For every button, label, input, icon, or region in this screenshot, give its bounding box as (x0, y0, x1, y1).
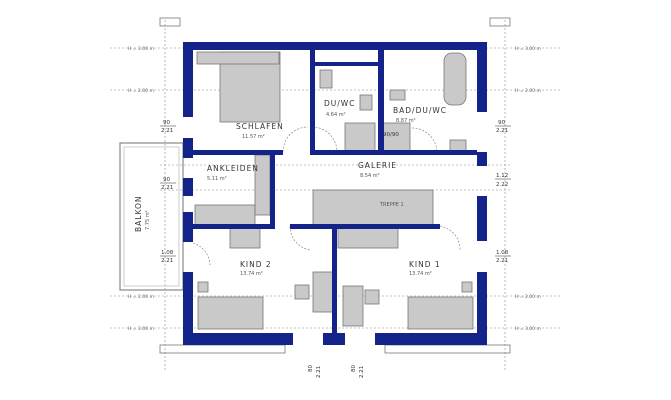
room-labels: SCHLAFEN 11.57 m² DU/WC 4.64 m² BAD/DU/W… (207, 99, 447, 277)
treppe-label: TREPPE 1 (379, 202, 404, 208)
kind2-area: 13.74 m² (240, 271, 263, 277)
svg-text:H = 3.00 m: H = 3.00 m (515, 326, 541, 332)
svg-text:2.21: 2.21 (496, 128, 508, 134)
svg-text:90: 90 (163, 177, 170, 183)
ankleiden-label: ANKLEIDEN (207, 164, 259, 173)
window-dimensions: 90 2.21 90 2.21 1.08 2.21 90 2.21 1.12 2… (160, 120, 511, 378)
balkon-area: 7.75 m² (145, 210, 151, 230)
toilet (319, 69, 333, 89)
svg-text:1.12: 1.12 (496, 173, 508, 179)
bed-kind2 (197, 296, 264, 330)
desk-kind2 (312, 271, 334, 313)
kind2-label: KIND 2 (240, 260, 272, 269)
svg-text:1.08: 1.08 (496, 250, 509, 256)
svg-text:H = 2.00 m: H = 2.00 m (128, 294, 154, 300)
bathtub (443, 52, 467, 106)
schlafen-label: SCHLAFEN (236, 122, 284, 131)
svg-text:H = 2.00 m: H = 2.00 m (515, 88, 541, 94)
du-wc-area: 4.64 m² (326, 112, 346, 118)
furniture (194, 51, 474, 330)
ankleiden-area: 5.11 m² (207, 176, 227, 182)
kind1-label: KIND 1 (409, 260, 441, 269)
svg-text:2.21: 2.21 (359, 366, 365, 378)
svg-text:H = 2.00 m: H = 2.00 m (128, 88, 154, 94)
svg-text:90: 90 (498, 120, 505, 126)
svg-text:2.21: 2.21 (161, 128, 173, 134)
walls (183, 42, 487, 345)
svg-text:H = 2.00 m: H = 2.00 m (515, 294, 541, 300)
bad-area: 8.87 m² (396, 118, 416, 124)
svg-text:H = 3.00 m: H = 3.00 m (128, 46, 154, 52)
svg-text:2.21: 2.21 (496, 258, 508, 264)
height-labels: H = 3.00 m H = 2.00 m H = 2.00 m H = 3.0… (128, 46, 541, 332)
svg-text:80: 80 (351, 365, 357, 372)
bed-kind1 (407, 296, 474, 330)
svg-text:90: 90 (163, 120, 170, 126)
balkon-label: BALKON (134, 196, 143, 232)
doors (192, 126, 461, 266)
svg-text:H = 3.00 m: H = 3.00 m (515, 46, 541, 52)
galerie-label: GALERIE (358, 161, 397, 170)
bad-label: BAD/DU/WC (393, 106, 447, 115)
svg-text:2.21: 2.21 (161, 258, 173, 264)
stairs (312, 189, 434, 226)
svg-text:H = 3.00 m: H = 3.00 m (128, 326, 154, 332)
du-wc-label: DU/WC (324, 99, 355, 108)
schlafen-area: 11.57 m² (242, 134, 265, 140)
svg-text:2.21: 2.21 (316, 366, 322, 378)
kind1-area: 13.74 m² (409, 271, 432, 277)
svg-text:2.22: 2.22 (496, 182, 508, 188)
desk-kind1 (342, 285, 364, 327)
svg-text:2.21: 2.21 (161, 185, 173, 191)
svg-text:1.08: 1.08 (161, 250, 174, 256)
shower-1 (344, 122, 376, 152)
galerie-area: 8.54 m² (360, 173, 380, 179)
svg-text:80: 80 (308, 365, 314, 372)
shower-size: 90/90 (383, 132, 399, 138)
